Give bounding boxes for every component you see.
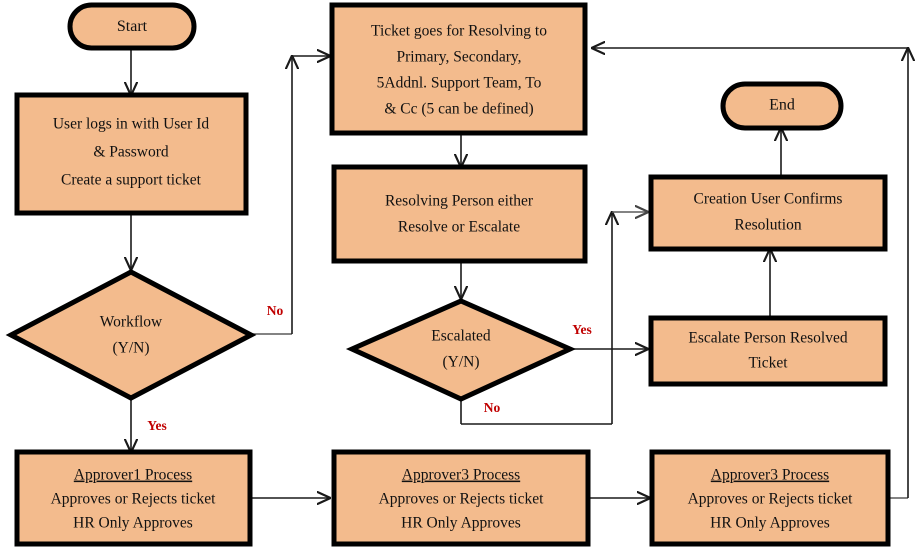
node-approver1-line-2: Approves or Rejects ticket [51,491,217,508]
node-ticket-routing-line-4: & Cc (5 can be defined) [384,101,533,118]
node-creation-user-line-1: Creation User Confirms [694,191,843,208]
node-approver2-line-1: Approver3 Process [402,467,520,484]
node-approver3[interactable]: Approver3 Process Approves or Rejects ti… [649,449,891,547]
node-escalate-person-line-2: Ticket [748,355,788,372]
edge-label-escalated-yes: Yes [572,322,592,337]
node-login-line-1: User logs in with User Id [53,116,210,133]
node-approver3-line-2: Approves or Rejects ticket [688,491,854,508]
node-approver1-line-3: HR Only Approves [73,515,193,532]
edge-label-workflow-yes: Yes [147,418,167,433]
node-ticket-routing-line-2: Primary, Secondary, [397,49,522,66]
node-approver1-line-1: Approver1 Process [74,467,192,484]
node-workflow-decision[interactable]: Workflow (Y/N) [5,269,257,401]
node-workflow-line-1: Workflow [100,314,163,331]
node-resolving-person-line-2: Resolve or Escalate [398,219,520,236]
node-approver3-line-1: Approver3 Process [711,467,829,484]
node-approver3-line-3: HR Only Approves [710,515,830,532]
node-ticket-routing-line-3: 5Addnl. Support Team, To [377,75,542,92]
node-login-line-3: Create a support ticket [61,172,202,189]
node-escalate-person-resolved[interactable]: Escalate Person Resolved Ticket [648,315,888,387]
node-end[interactable]: End [720,81,844,131]
node-start-label: Start [117,18,148,35]
node-approver2[interactable]: Approver3 Process Approves or Rejects ti… [331,449,591,547]
edge-label-workflow-no: No [267,303,284,318]
node-approver1[interactable]: Approver1 Process Approves or Rejects ti… [14,449,253,547]
node-creation-user-line-2: Resolution [734,217,801,234]
node-ticket-routing-line-1: Ticket goes for Resolving to [371,23,547,40]
node-escalated-line-2: (Y/N) [442,354,479,371]
node-creation-user-confirms[interactable]: Creation User Confirms Resolution [648,174,888,252]
node-escalate-person-line-1: Escalate Person Resolved [688,330,848,347]
node-approver2-line-2: Approves or Rejects ticket [379,491,545,508]
node-resolving-person-line-1: Resolving Person either [385,193,534,210]
node-resolving-person[interactable]: Resolving Person either Resolve or Escal… [331,164,588,264]
node-ticket-routing[interactable]: Ticket goes for Resolving to Primary, Se… [329,2,588,136]
node-login[interactable]: User logs in with User Id & Password Cre… [14,92,249,216]
node-approver2-line-3: HR Only Approves [401,515,521,532]
node-login-line-2: & Password [93,144,169,161]
node-workflow-line-2: (Y/N) [112,340,149,357]
node-escalated-line-1: Escalated [431,328,491,345]
node-start[interactable]: Start [67,2,197,51]
edge-label-escalated-no: No [484,400,501,415]
node-escalated-decision[interactable]: Escalated (Y/N) [345,298,577,402]
node-end-label: End [769,97,795,114]
